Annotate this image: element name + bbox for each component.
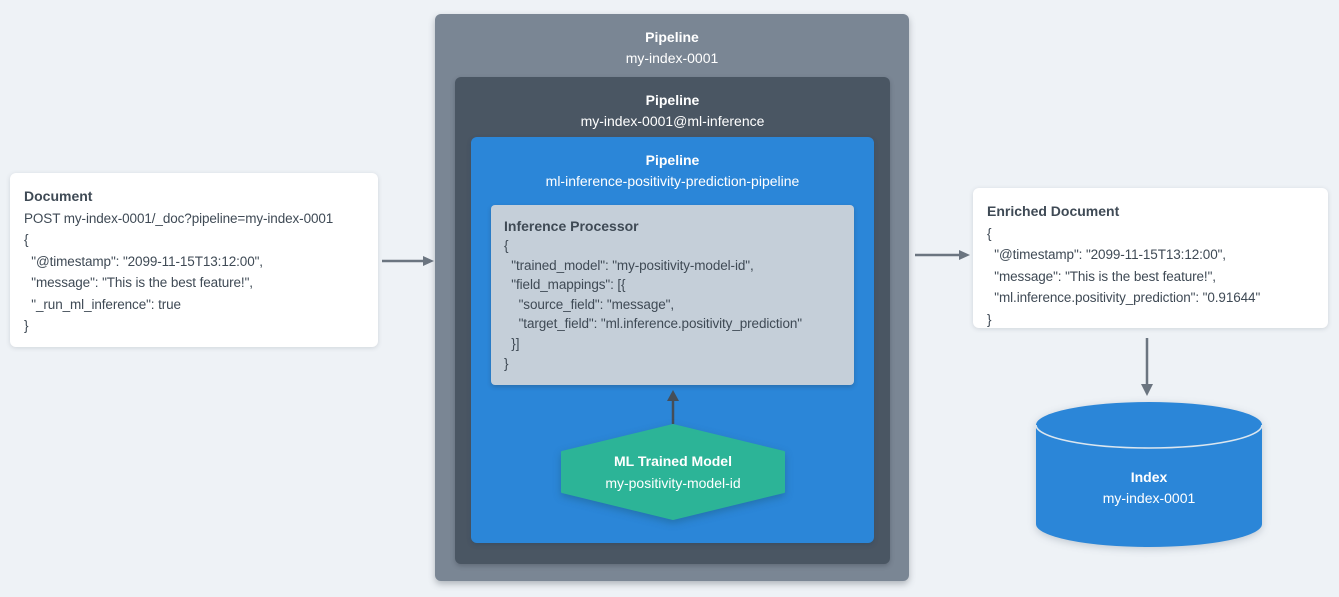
enriched-document-body: { "@timestamp": "2099-11-15T13:12:00", "… — [987, 225, 1261, 327]
document-card: Document POST my-index-0001/_doc?pipelin… — [10, 173, 378, 347]
pipeline-inner-header: Pipeline ml-inference-positivity-predict… — [471, 137, 874, 192]
database-cylinder-icon — [1035, 402, 1263, 547]
index-node: Index my-index-0001 — [1035, 401, 1263, 548]
index-title: Index — [1130, 468, 1168, 485]
inference-processor-box: Inference Processor { "trained_model": "… — [491, 205, 854, 385]
pipeline-ml-inference-header: Pipeline my-index-0001@ml-inference — [455, 77, 890, 132]
arrow-right-icon — [382, 256, 434, 266]
pipeline-outer-box: Pipeline my-index-0001 Pipeline my-index… — [435, 14, 909, 581]
pipeline-outer-header: Pipeline my-index-0001 — [435, 14, 909, 69]
arrow-right-icon — [915, 250, 970, 260]
index-text: Index my-index-0001 — [1035, 401, 1263, 548]
ml-trained-model-title: ML Trained Model — [614, 453, 732, 469]
pipeline-outer-name: my-index-0001 — [625, 50, 719, 66]
pipeline-inner-box: Pipeline ml-inference-positivity-predict… — [471, 137, 874, 543]
ml-trained-model-name: my-positivity-model-id — [605, 475, 741, 491]
enriched-document-title: Enriched Document — [987, 203, 1120, 219]
pipeline-inner-name: ml-inference-positivity-prediction-pipel… — [545, 173, 800, 189]
inference-processor-title: Inference Processor — [504, 218, 639, 234]
inference-processor-body: { "trained_model": "my-positivity-model-… — [504, 238, 802, 371]
document-card-body: POST my-index-0001/_doc?pipeline=my-inde… — [24, 210, 334, 334]
ml-trained-model-node: ML Trained Model my-positivity-model-id — [561, 424, 785, 520]
enriched-document-card: Enriched Document { "@timestamp": "2099-… — [973, 188, 1328, 328]
index-name: my-index-0001 — [1102, 489, 1196, 506]
ml-trained-model-text: ML Trained Model my-positivity-model-id — [561, 424, 785, 520]
document-card-title: Document — [24, 188, 93, 204]
pipeline-ml-inference-box: Pipeline my-index-0001@ml-inference Pipe… — [455, 77, 890, 564]
pipeline-outer-label: Pipeline — [645, 29, 699, 45]
arrow-down-icon — [1141, 338, 1153, 396]
pipeline-inner-label: Pipeline — [645, 152, 700, 168]
pipeline-ml-inference-label: Pipeline — [645, 92, 700, 108]
pipeline-ml-inference-name: my-index-0001@ml-inference — [580, 113, 765, 129]
hexagon-icon — [561, 424, 785, 520]
arrow-up-icon — [667, 390, 679, 424]
